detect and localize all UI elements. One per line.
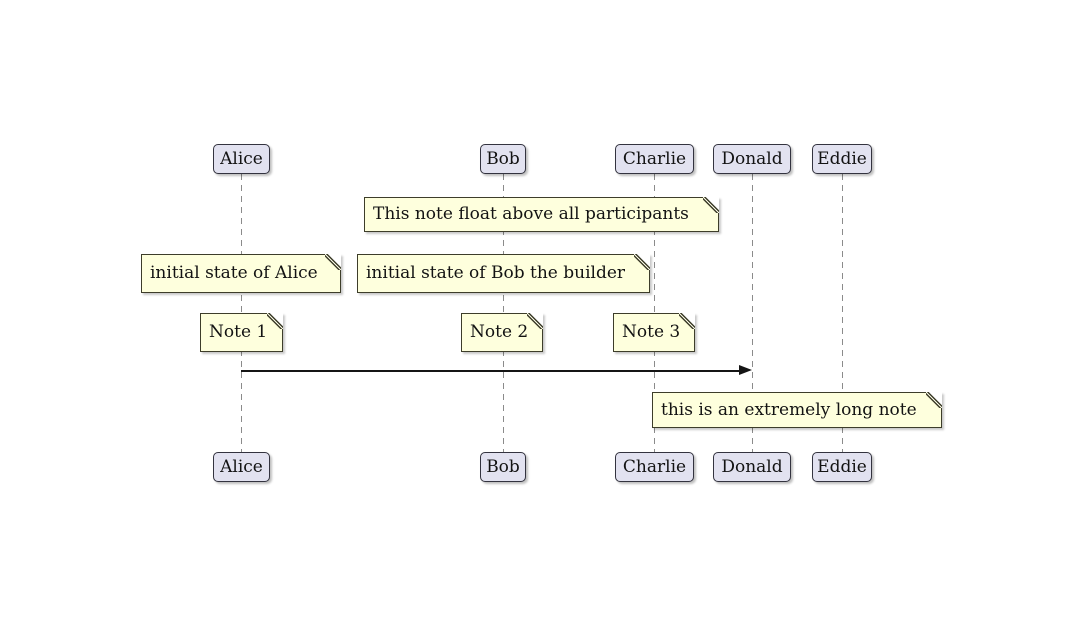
- note-fold-corner-icon: [527, 313, 543, 329]
- note-fold-corner-icon: [679, 313, 695, 329]
- participant-bottom-charlie: Charlie: [615, 452, 694, 482]
- participant-top-charlie: Charlie: [615, 144, 694, 174]
- note-3: Note 3: [613, 313, 695, 352]
- note-float: This note float above all participants: [364, 197, 719, 232]
- note-2: Note 2: [461, 313, 543, 352]
- note-long: this is an extremely long note: [652, 392, 942, 428]
- note-initial-bob: initial state of Bob the builder: [357, 254, 650, 293]
- participant-bottom-bob: Bob: [480, 452, 526, 482]
- lifeline-eddie: [842, 174, 843, 452]
- note-fold-corner-icon: [267, 313, 283, 329]
- arrow-shaft: [241, 369, 741, 372]
- arrowhead-icon: [739, 365, 752, 375]
- note-fold-corner-icon: [634, 254, 650, 270]
- note-fold-corner-icon: [926, 392, 942, 408]
- participant-top-bob: Bob: [480, 144, 526, 174]
- note-initial-alice-text: initial state of Alice: [150, 263, 318, 283]
- note-1: Note 1: [200, 313, 283, 352]
- note-float-text: This note float above all participants: [373, 204, 689, 224]
- note-long-text: this is an extremely long note: [661, 399, 917, 420]
- lifeline-donald: [752, 174, 753, 452]
- note-2-text: Note 2: [470, 322, 529, 342]
- participant-top-alice: Alice: [213, 144, 270, 174]
- participant-bottom-donald: Donald: [713, 452, 791, 482]
- note-fold-corner-icon: [325, 254, 341, 270]
- participant-bottom-alice: Alice: [213, 452, 270, 482]
- participant-top-eddie: Eddie: [812, 144, 872, 174]
- note-1-text: Note 1: [209, 322, 268, 342]
- note-fold-corner-icon: [703, 197, 719, 213]
- participant-bottom-eddie: Eddie: [812, 452, 872, 482]
- note-initial-bob-text: initial state of Bob the builder: [366, 263, 626, 283]
- note-3-text: Note 3: [622, 322, 681, 342]
- participant-top-donald: Donald: [713, 144, 791, 174]
- note-initial-alice: initial state of Alice: [141, 254, 341, 293]
- message-arrow-alice-to-donald: [241, 365, 752, 376]
